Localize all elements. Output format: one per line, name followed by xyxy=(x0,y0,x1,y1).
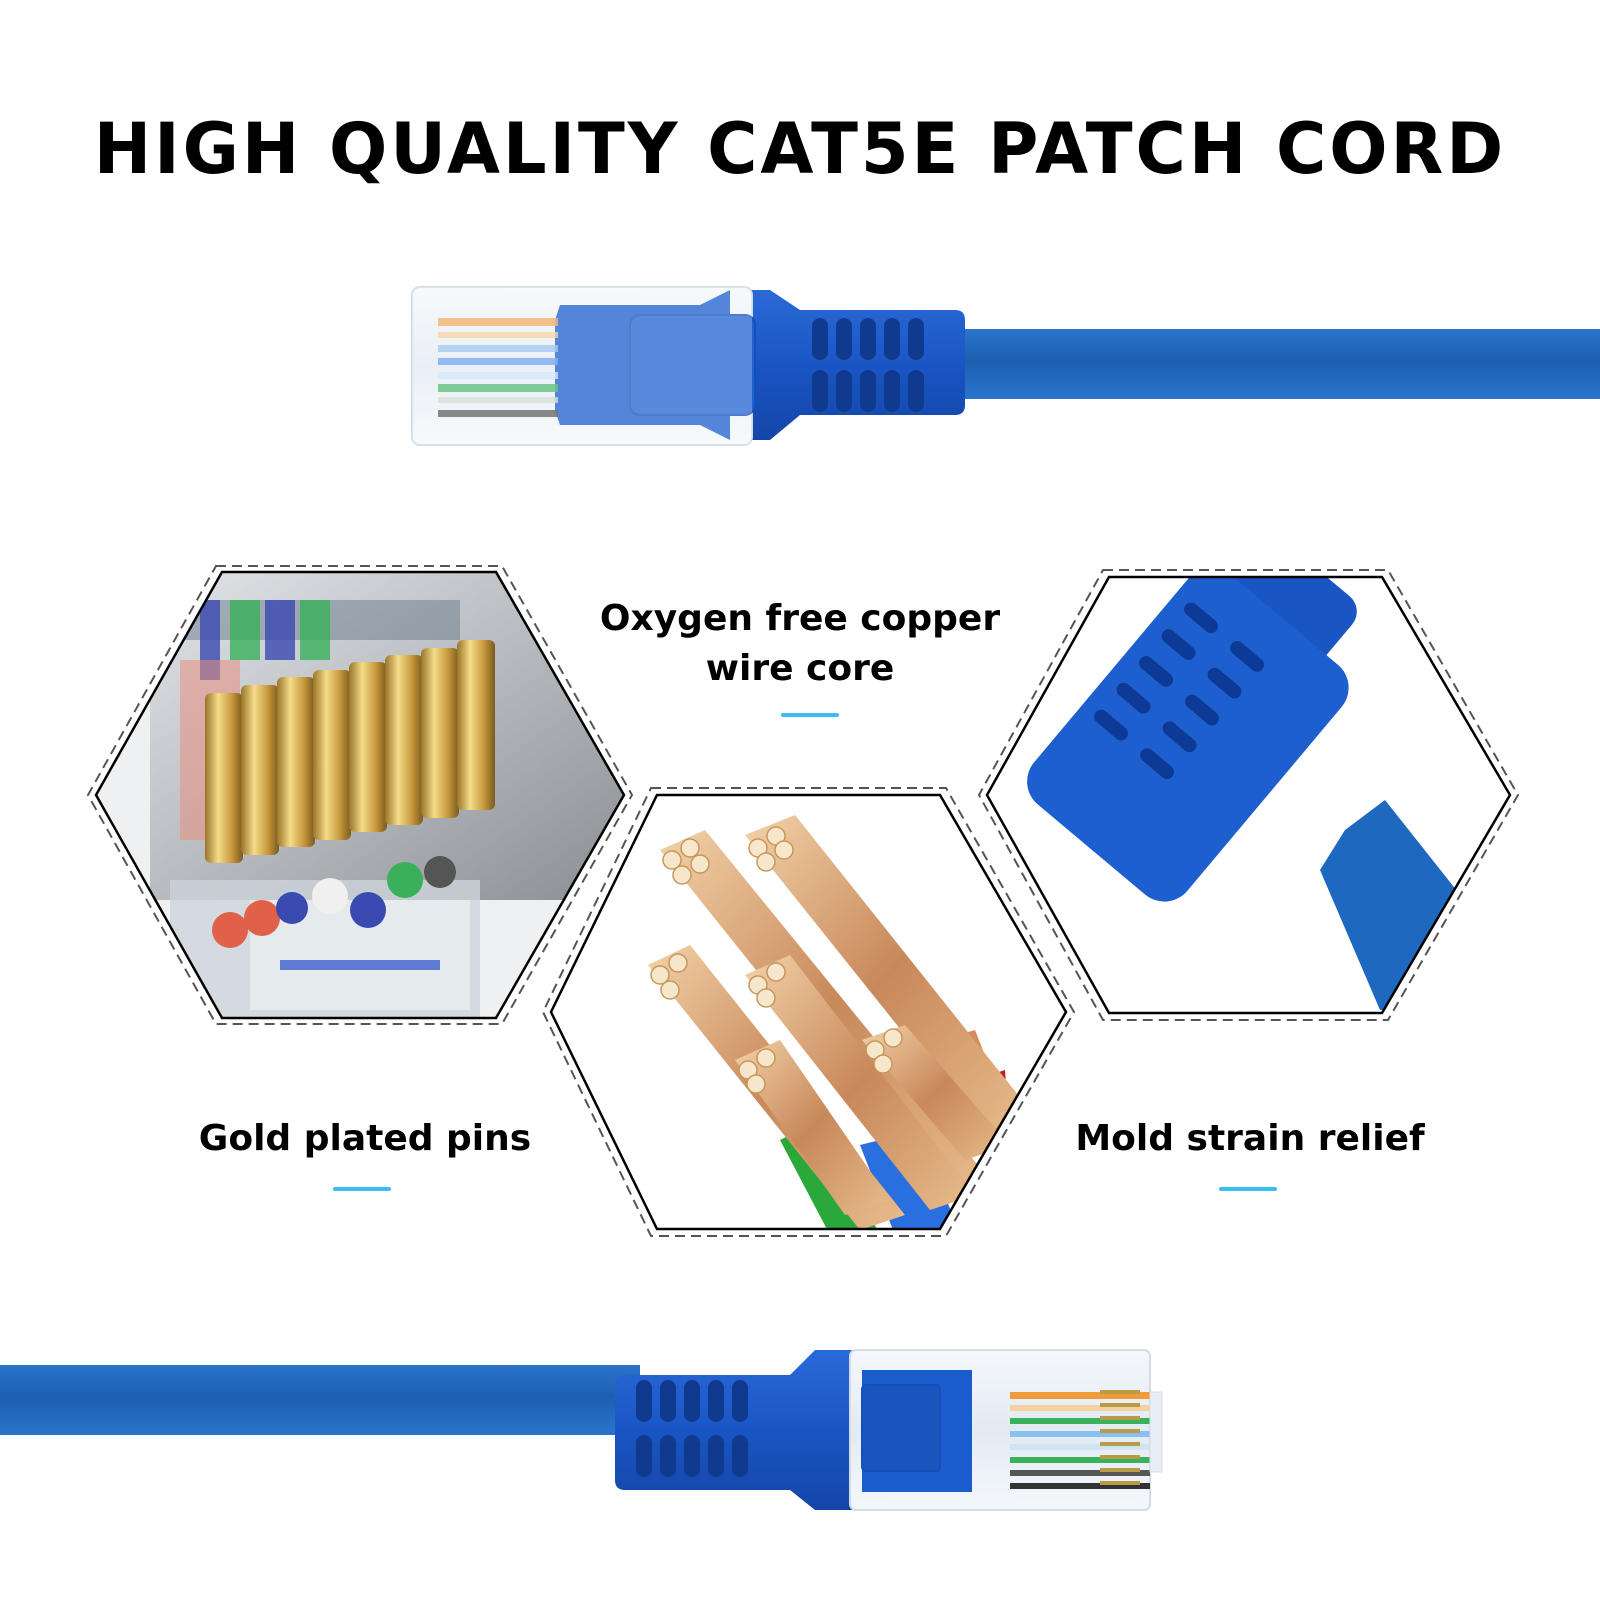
accent-line-pins xyxy=(333,1187,391,1191)
copper-strands xyxy=(648,815,1030,1229)
bottom-boot-ribs xyxy=(636,1380,748,1477)
feature-label-line: wire core xyxy=(705,648,895,689)
accent-line-copper xyxy=(781,713,839,717)
bottom-latch-tab xyxy=(861,1384,941,1472)
top-latch-tab xyxy=(629,314,756,416)
hex-dashed-border xyxy=(86,565,634,1025)
bottom-plug-pins xyxy=(1100,1390,1140,1485)
gold-pins xyxy=(205,640,495,863)
feature-label-copper: Oxygen free copper wire core xyxy=(560,594,1040,694)
top-plug-wires xyxy=(438,318,558,417)
hex-dashed-border xyxy=(977,569,1520,1021)
hex-solid-border xyxy=(549,793,1068,1231)
bottom-cable xyxy=(0,1365,640,1435)
accent-line-strain xyxy=(1219,1187,1277,1191)
hex-dashed-border xyxy=(541,787,1076,1237)
bottom-connector xyxy=(0,1349,1163,1511)
feature-label-pins: Gold plated pins xyxy=(150,1114,580,1164)
feature-label-line: Oxygen free copper xyxy=(599,598,1001,639)
strand-ends xyxy=(650,826,903,1094)
feature-label-strain: Mold strain relief xyxy=(1040,1114,1460,1164)
hex-solid-border xyxy=(94,570,626,1020)
hex-solid-border xyxy=(985,575,1512,1015)
bottom-boot xyxy=(615,1350,870,1510)
page-title: HIGH QUALITY CAT5E PATCH CORD xyxy=(93,108,1507,190)
feature-label-line: Mold strain relief xyxy=(1075,1118,1425,1159)
top-boot-ribs xyxy=(812,318,924,412)
gold-pins-panel xyxy=(86,565,634,1025)
top-connector xyxy=(411,286,1600,446)
copper-wire-panel xyxy=(541,787,1076,1237)
bottom-plug-wires xyxy=(1010,1392,1150,1489)
top-cable xyxy=(960,329,1600,399)
top-boot xyxy=(730,290,965,440)
feature-label-line: Gold plated pins xyxy=(198,1118,532,1159)
strain-relief-panel xyxy=(977,569,1520,1021)
